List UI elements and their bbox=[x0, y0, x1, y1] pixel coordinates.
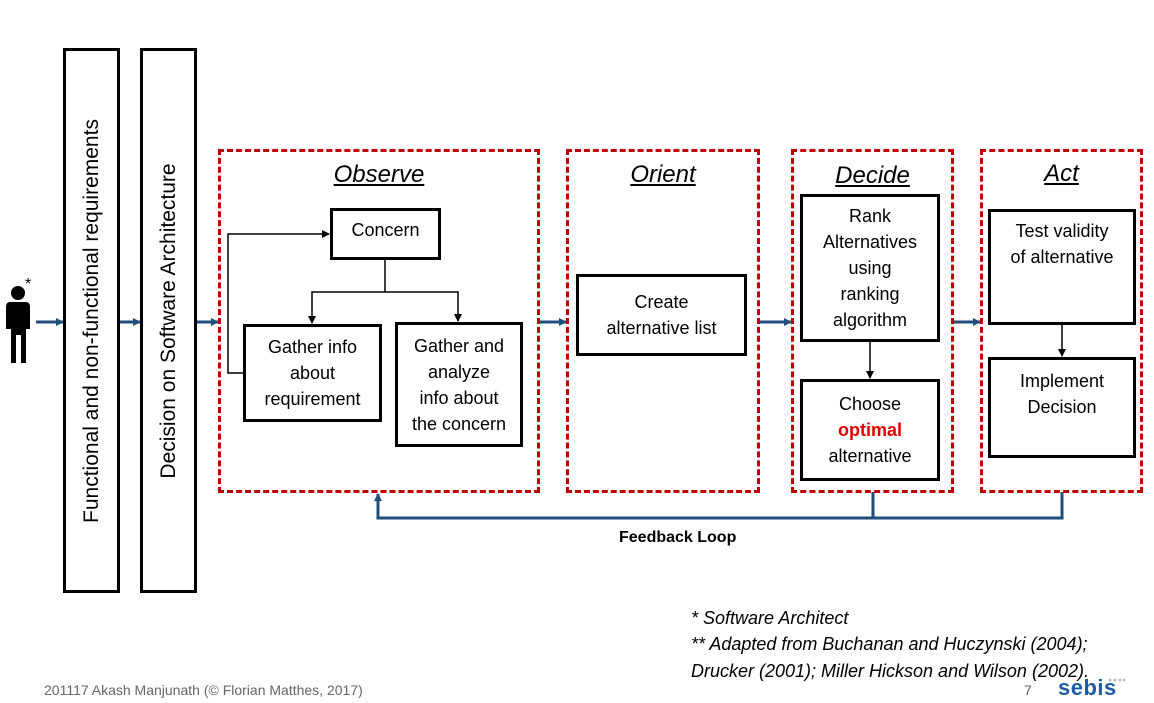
orient-phase: Orient bbox=[566, 149, 760, 493]
implement-box: Implement Decision bbox=[988, 357, 1136, 458]
orient-title: Orient bbox=[630, 161, 696, 188]
observe-phase: Observe bbox=[218, 149, 540, 493]
decide-title: Decide bbox=[835, 162, 910, 189]
gather-analyze-line-3: info about bbox=[419, 387, 499, 408]
rank-line-3: using bbox=[848, 258, 892, 278]
choose-optimal-word: optimal bbox=[837, 420, 902, 440]
concern-to-gather-info bbox=[308, 291, 385, 324]
gather-analyze-line-4: the concern bbox=[411, 413, 507, 434]
create-list-line-2: alternative list bbox=[606, 318, 717, 338]
note-software-architect: * Software Architect bbox=[691, 608, 849, 628]
gather-info-line-2: about bbox=[289, 363, 336, 383]
test-line-2: of alternative bbox=[1010, 247, 1114, 267]
gather-info-line-1: Gather info bbox=[267, 337, 358, 357]
decision-bar: Decision on Software Architecture bbox=[140, 48, 197, 593]
feedback-loop-line bbox=[374, 492, 1064, 520]
act-phase: Act bbox=[980, 149, 1143, 493]
act-title: Act bbox=[1044, 160, 1079, 187]
feedback-loop-label: Feedback Loop bbox=[619, 529, 737, 546]
requirements-bar: Functional and non-functional requiremen… bbox=[63, 48, 120, 593]
rank-line-1: Rank bbox=[848, 206, 891, 226]
test-line-1: Test validity bbox=[1015, 221, 1109, 241]
choose-line-1: Choose bbox=[838, 394, 902, 414]
person-icon bbox=[4, 283, 34, 367]
gather-analyze-line-2: analyze bbox=[427, 361, 491, 382]
gather-analyze-box: Gather and analyze info about the concer… bbox=[395, 322, 523, 447]
rank-line-4: ranking bbox=[840, 284, 900, 304]
decision-label: Decision on Software Architecture bbox=[156, 162, 180, 479]
choose-line-3: alternative bbox=[828, 446, 912, 466]
implement-line-2: Decision bbox=[1027, 397, 1097, 417]
person-marker: * bbox=[25, 276, 32, 293]
logo-dots-icon bbox=[1108, 676, 1126, 684]
observe-title: Observe bbox=[333, 161, 425, 188]
concern-label: Concern bbox=[351, 220, 420, 240]
decide-phase: Decide bbox=[791, 149, 954, 493]
concern-box: Concern bbox=[330, 208, 441, 260]
rank-line-5: algorithm bbox=[832, 310, 907, 330]
test-validity-box: Test validity of alternative bbox=[988, 209, 1136, 325]
implement-line-1: Implement bbox=[1019, 371, 1105, 391]
gather-info-to-concern bbox=[227, 230, 330, 374]
note-adapted-from: ** Adapted from Buchanan and Huczynski (… bbox=[691, 634, 1088, 654]
page-number: 7 bbox=[1024, 682, 1032, 698]
choose-box: Choose optimal alternative bbox=[800, 379, 940, 481]
note-references: Drucker (2001); Miller Hickson and Wilso… bbox=[691, 661, 1089, 681]
gather-info-line-3: requirement bbox=[264, 389, 361, 409]
gather-info-box: Gather info about requirement bbox=[243, 324, 382, 422]
create-list-line-1: Create bbox=[634, 292, 689, 312]
requirements-label: Functional and non-functional requiremen… bbox=[79, 118, 103, 523]
sebis-logo: sebis bbox=[1058, 675, 1117, 700]
concern-to-gather-analyze bbox=[385, 291, 462, 322]
create-list-box: Create alternative list bbox=[576, 274, 747, 356]
rank-box: Rank Alternatives using ranking algorith… bbox=[800, 194, 940, 342]
rank-line-2: Alternatives bbox=[822, 232, 918, 252]
footer-credit: 201117 Akash Manjunath (© Florian Matthe… bbox=[44, 682, 363, 698]
gather-analyze-line-1: Gather and bbox=[413, 335, 505, 356]
